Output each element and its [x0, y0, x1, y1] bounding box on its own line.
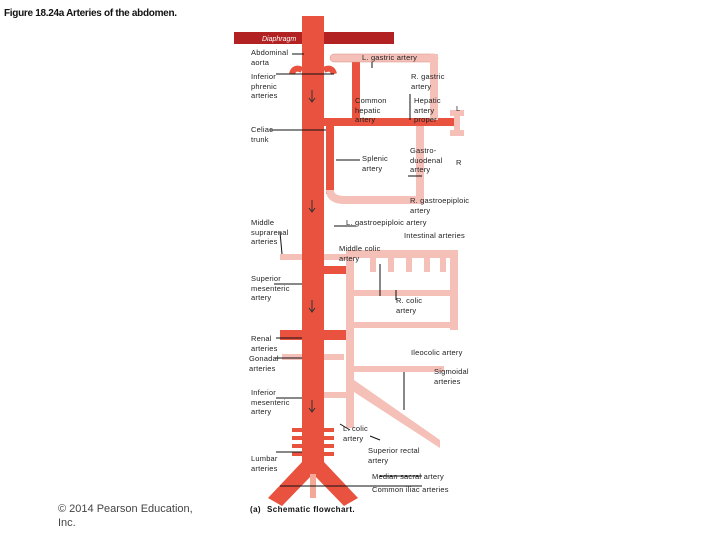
common-iliac-arteries	[268, 462, 358, 506]
inferior-mesenteric-artery	[324, 392, 352, 398]
gastroepiploic-arch	[326, 189, 425, 204]
middle-suprarenal-r	[324, 254, 346, 260]
caption-tag: (a)	[250, 505, 261, 514]
ileocolic-artery	[354, 322, 458, 328]
label-abdominal-aorta: Abdominal aorta	[251, 48, 289, 67]
label-superior-mesenteric-artery: Superior mesenteric artery	[251, 274, 290, 302]
diaphragm-label: Diaphragm	[262, 36, 296, 43]
label-gonadal-arteries: Gonadal arteries	[249, 354, 279, 373]
figure-title: Figure 18.24a Arteries of the abdomen.	[4, 8, 177, 19]
label-r-gastric-artery: R. gastric artery	[411, 72, 445, 91]
renal-r	[324, 330, 346, 340]
label-middle-suprarenal-arteries: Middle suprarenal arteries	[251, 218, 289, 246]
l-gastric-artery	[352, 58, 360, 120]
label-ileocolic-artery: Ileocolic artery	[411, 348, 463, 357]
renal-l	[280, 330, 302, 340]
lumbar-arteries	[292, 428, 334, 456]
sigmoidal-arteries	[354, 380, 440, 448]
label-hepatic-artery-proper: Hepatic artery proper	[414, 96, 441, 124]
abdominal-aorta	[302, 16, 324, 464]
label-lumbar-arteries: Lumbar arteries	[251, 454, 278, 473]
flow-arrows	[308, 90, 316, 413]
mesenteric-main	[346, 250, 354, 420]
caption-text: Schematic flowchart.	[266, 505, 356, 514]
copyright-notice: © 2014 Pearson Education, Inc.	[58, 503, 193, 529]
leader-lines	[270, 53, 422, 487]
label-r-marker: R	[456, 158, 462, 167]
gonadal-r	[324, 354, 344, 360]
figure-caption: (a) Schematic flowchart.	[250, 505, 355, 514]
label-intestinal-arteries: Intestinal arteries	[404, 231, 465, 240]
celiac-trunk	[324, 118, 454, 126]
intestinal-arteries	[370, 258, 446, 272]
label-middle-colic-artery: Middle colic artery	[339, 244, 381, 263]
hepatic-proper	[430, 54, 438, 120]
label-gastroduodenal-artery: Gastro- duodenal artery	[410, 146, 443, 174]
label-median-sacral-artery: Median sacral artery	[372, 472, 444, 481]
gonadal-l	[282, 354, 302, 360]
label-common-iliac-arteries: Common iliac arteries	[372, 485, 449, 494]
r-colic-artery	[354, 290, 450, 296]
label-l-gastroepiploic-artery: L. gastroepiploic artery	[346, 218, 427, 227]
label-inferior-mesenteric-artery: Inferior mesenteric artery	[251, 388, 290, 416]
label-renal-arteries: Renal arteries	[251, 334, 278, 353]
inferior-phrenic-arteries	[289, 65, 337, 75]
label-splenic-artery: Splenic artery	[362, 154, 388, 173]
label-inferior-phrenic-arteries: Inferior phrenic arteries	[251, 72, 278, 100]
gastroduodenal-artery	[416, 126, 424, 196]
splenic-artery	[326, 126, 334, 194]
label-r-colic-artery: R. colic artery	[396, 296, 423, 315]
label-sigmoidal-arteries: Sigmoidal arteries	[434, 367, 469, 386]
label-l-gastric-artery: L. gastric artery	[362, 53, 418, 62]
label-r-gastroepiploic-artery: R. gastroepiploic artery	[410, 196, 470, 215]
middle-suprarenal-l	[280, 254, 302, 260]
label-l-marker: L	[456, 104, 461, 113]
label-common-hepatic-artery: Common hepatic artery	[355, 96, 387, 124]
label-celiac-trunk: Celiac trunk	[251, 125, 274, 144]
label-superior-rectal-artery: Superior rectal artery	[368, 446, 420, 465]
superior-mesenteric-artery	[324, 266, 354, 274]
label-l-colic-artery: L. colic artery	[343, 424, 368, 443]
middle-colic-arch	[346, 250, 458, 258]
